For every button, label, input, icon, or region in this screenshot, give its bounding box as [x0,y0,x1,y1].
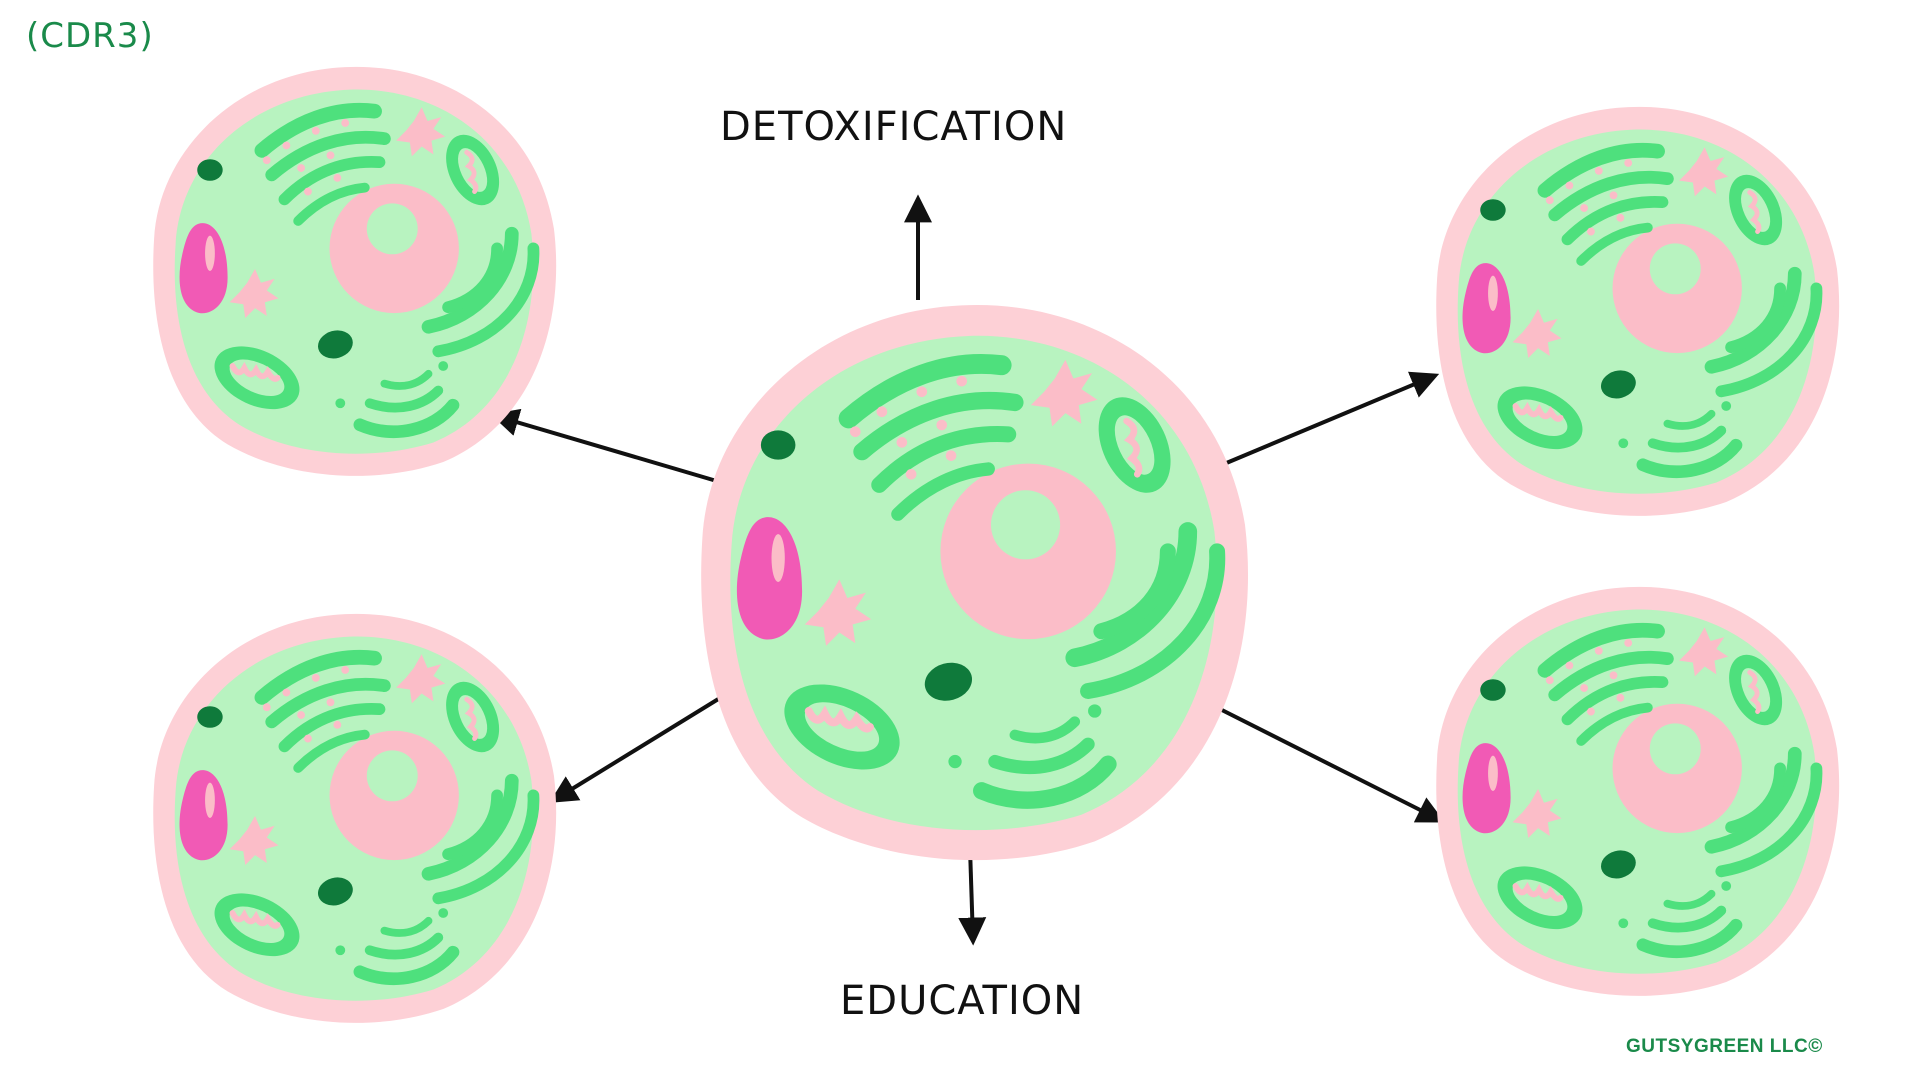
copyright-watermark: GUTSYGREEN LLC© [1626,1036,1823,1057]
corner-label: (CDR3) [26,16,154,56]
arrow-to-top-left-cell [490,408,721,484]
arrow-to-top-right-cell [1223,371,1440,466]
bottom-left-cell [153,614,556,1023]
center-cell [701,305,1248,860]
top-right-cell [1436,107,1839,516]
top-left-cell [153,67,556,476]
detoxification-label: DETOXIFICATION [720,104,1068,150]
arrow-to-bottom-right-cell [1209,702,1446,823]
bottom-right-cell [1436,587,1839,996]
education-label: EDUCATION [840,978,1085,1024]
arrow-to-education [958,847,987,946]
arrow-to-bottom-left-cell [549,696,722,803]
